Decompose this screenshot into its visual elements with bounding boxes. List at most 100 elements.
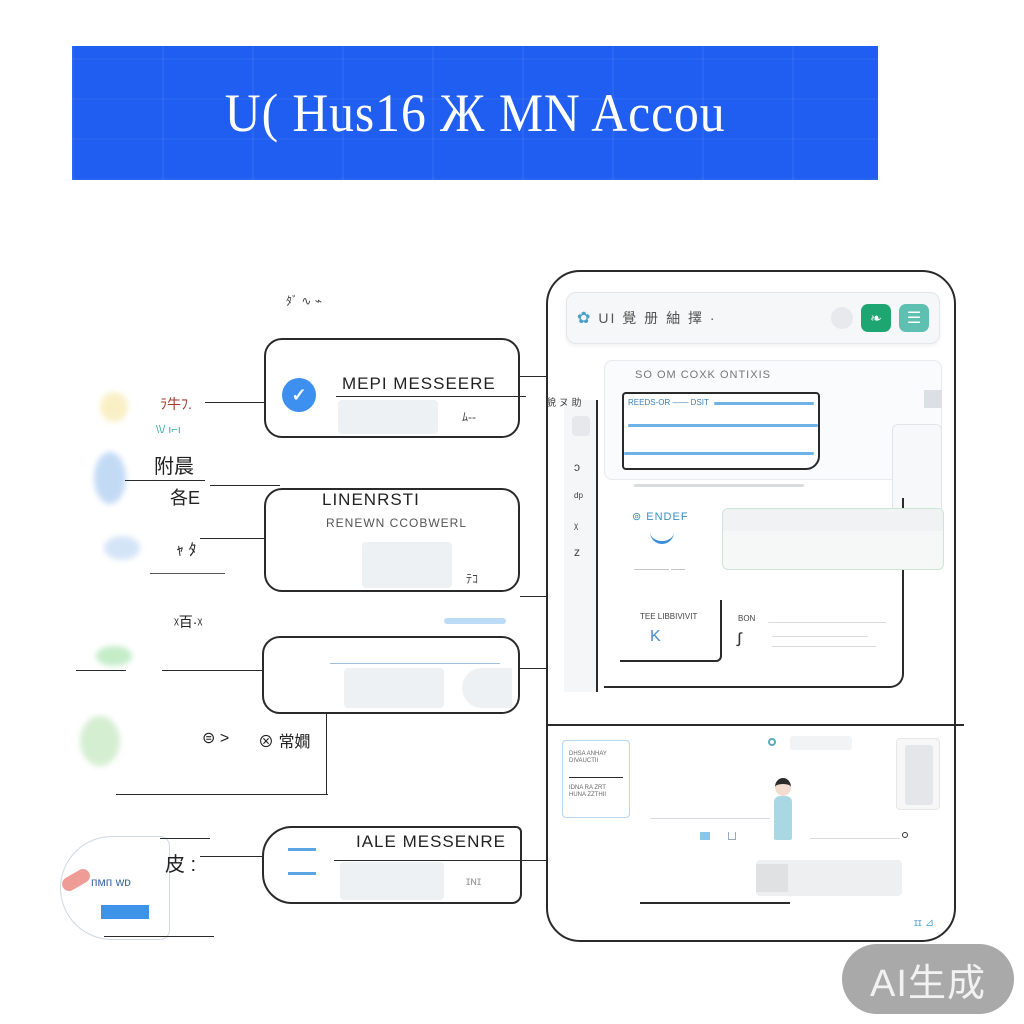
left-label-2: 附晨 [154, 456, 194, 478]
left-label-5: ᵡ百·ᵡ [174, 614, 203, 630]
connector-line [520, 596, 570, 597]
flow-card-2-title: LINENRSTI [318, 490, 424, 510]
person-illustration [772, 778, 796, 842]
feather-icon [94, 452, 126, 504]
device-screen [905, 745, 933, 805]
connector-line [326, 670, 327, 794]
ai-generated-badge: AI生成 [842, 944, 1014, 1014]
left-label-1: ﾗ牛ﾌ. [160, 396, 192, 412]
flow-card-4-field[interactable] [340, 862, 444, 900]
divider [569, 777, 623, 778]
connector-line [76, 670, 126, 671]
rail-item-3[interactable]: ᵡ [574, 520, 579, 534]
flow-card-2-subtitle: RENEWN CCOBWERL [326, 516, 468, 530]
menu-icon[interactable]: ☰ [899, 304, 929, 332]
leaf-icon [96, 646, 132, 666]
text-line [810, 838, 900, 839]
section-1-label: SO OM COXK ONTIXIS [635, 369, 771, 381]
section-1-row-label: REEDS-OR —— DSIT [628, 398, 709, 407]
section-3-label: TEE LIBBIVIVIT [640, 612, 698, 621]
top-note: ﾀﾞ ∿ ⌁ [286, 294, 322, 308]
app-bar: ✿ UI 覺 册 紬 擇 · ❧ ☰ [566, 292, 940, 344]
bulb-icon [100, 392, 128, 422]
avatar[interactable] [831, 307, 853, 329]
flow-card-1-title: MEPI MESSEERE [342, 374, 496, 393]
left-label-7: ⊗ 常嫺 [258, 734, 311, 751]
left-label-4: ｬ ﾀ [176, 542, 197, 559]
flow-card-1-glyph: ﾑ-- [462, 410, 476, 424]
connector-line [162, 670, 327, 671]
check-circle-icon: ✓ [282, 378, 316, 412]
section-1-card[interactable]: REEDS-OR —— DSIT [622, 392, 820, 470]
text-line [650, 818, 770, 819]
person-head [775, 778, 791, 796]
divider [334, 860, 524, 861]
rail-item-4[interactable]: ᴢ [574, 545, 580, 559]
side-note: 貌 ヌ 助 [546, 398, 582, 409]
flow-card-2[interactable]: LINENRSTI RENEWN CCOBWERL ﾃｺ [264, 488, 520, 592]
flow-card-2-glyph: ﾃｺ [466, 572, 479, 586]
section-2-card[interactable] [722, 508, 944, 570]
section-2-card-header [723, 509, 943, 531]
progress-pill [444, 618, 506, 624]
connector-line [520, 668, 550, 669]
divider [150, 573, 225, 574]
section-3-side-glyph: ꭍ [736, 630, 743, 650]
left-label-8: 皮 : [165, 854, 197, 876]
flow-card-3-field[interactable] [344, 668, 444, 708]
arrow-icon [288, 848, 316, 851]
rail-item-1[interactable]: ↄ [574, 460, 580, 474]
left-label-1-sub: \\/ ı⌐ı [156, 424, 181, 436]
data-bar [624, 452, 814, 455]
flow-card-3[interactable] [262, 636, 520, 714]
pen-icon [59, 866, 93, 894]
flow-card-1-field[interactable] [338, 400, 438, 434]
divider [634, 484, 804, 487]
connector-line [205, 402, 265, 403]
text-line [772, 646, 876, 647]
section-3-card[interactable]: TEE LIBBIVIVIT K [620, 600, 722, 662]
mini-icon [700, 832, 710, 840]
leaf-icon[interactable]: ❧ [861, 304, 891, 332]
left-icon-card-button[interactable] [101, 905, 149, 919]
flow-card-2-field[interactable] [362, 542, 452, 588]
rail-item-2[interactable]: ᵈᵖ [574, 490, 584, 504]
text-block-2: IDNA RA ZRT HUNA ZZTHII [569, 785, 606, 798]
text-line [768, 622, 886, 623]
status-dot-icon [768, 738, 776, 746]
section-2-footer: ————— —— [634, 566, 685, 573]
rail-icon[interactable] [572, 416, 590, 436]
section-3-side-label: BON [738, 614, 756, 623]
divider [336, 396, 526, 397]
section-3-icon: K [650, 628, 661, 645]
left-icon-card-label: ᴨᴍᴨ ᴡᴅ [91, 875, 131, 889]
connector-line [125, 480, 205, 481]
section-2-label: ⊚ ENDEF [632, 511, 689, 523]
cloud-icon [104, 536, 140, 560]
mini-icon [728, 832, 736, 840]
smile-icon [650, 530, 674, 544]
text-block-1: DHSA ANHAY DIVAUCTII [569, 751, 607, 764]
divider [160, 838, 210, 839]
connector-line [116, 794, 328, 795]
gear-cluster-icon: ✿ [577, 310, 591, 327]
banner-title: U( Hus16 Ж MN Accou [224, 83, 726, 143]
person-body [774, 796, 792, 840]
app-bar-title: UI 覺 册 紬 擇 · [598, 310, 717, 326]
left-label-6: ⊜ ˃ [202, 730, 230, 747]
footer-mark: ɪɪ ⊿ [914, 917, 935, 929]
flow-card-4[interactable]: IALE MESSENRE ɪɴɪ [262, 826, 524, 904]
side-rail: ↄ ᵈᵖ ᵡ ᴢ [564, 400, 598, 692]
thumbnail [924, 390, 942, 408]
flow-card-4-title: IALE MESSENRE [356, 832, 506, 851]
divider [104, 936, 214, 937]
connector-line [200, 856, 290, 857]
left-icon-card: ᴨᴍᴨ ᴡᴅ [59, 836, 170, 940]
divider [640, 902, 790, 904]
bottom-input[interactable] [756, 860, 902, 896]
flow-card-3-toggle[interactable] [462, 668, 512, 708]
left-label-3: 各E [170, 488, 201, 508]
dot-icon [902, 832, 908, 838]
data-bar [714, 402, 814, 405]
search-field[interactable] [790, 736, 852, 750]
